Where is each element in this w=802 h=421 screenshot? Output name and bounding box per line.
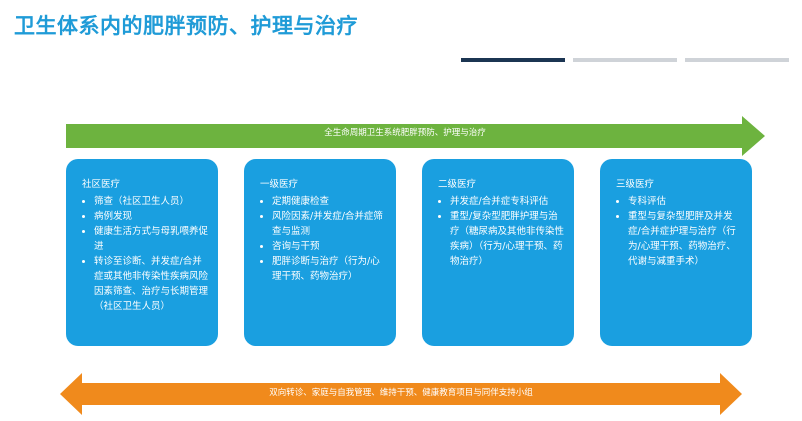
list-item: 健康生活方式与母乳喂养促进 bbox=[94, 224, 208, 254]
care-level-secondary: 二级医疗 并发症/合并症专科评估 重型/复杂型肥胖护理与治疗（糖尿病及其他非传染… bbox=[422, 159, 574, 346]
chevron-double-icon bbox=[232, 238, 244, 266]
care-level-tertiary: 三级医疗 专科评估 重型与复杂型肥胖及并发症/合并症护理与治疗（行为/心理干预、… bbox=[600, 159, 752, 346]
connector-chevrons bbox=[218, 238, 600, 266]
care-level-community: 社区医疗 筛查（社区卫生人员） 病例发现 健康生活方式与母乳喂养促进 转诊至诊断… bbox=[66, 159, 218, 346]
chevron-double-icon bbox=[588, 238, 600, 266]
page-title: 卫生体系内的肥胖预防、护理与治疗 bbox=[14, 14, 358, 38]
list-item: 专科评估 bbox=[628, 194, 742, 209]
list-item: 咨询与干预 bbox=[272, 239, 386, 254]
list-item: 重型与复杂型肥胖及并发症/合并症护理与治疗（行为/心理干预、药物治疗、代谢与减重… bbox=[628, 209, 742, 269]
chevron-double-icon bbox=[574, 238, 586, 266]
chevron-double-icon bbox=[396, 238, 408, 266]
care-level-title: 二级医疗 bbox=[438, 179, 477, 190]
divider-bar-active bbox=[461, 58, 565, 62]
chevron-double-icon bbox=[410, 238, 422, 266]
list-item: 筛查（社区卫生人员） bbox=[94, 194, 208, 209]
list-item: 肥胖诊断与治疗（行为/心理干预、药物治疗） bbox=[272, 254, 386, 284]
care-level-list: 并发症/合并症专科评估 重型/复杂型肥胖护理与治疗（糖尿病及其他非传染性疾病）（… bbox=[438, 194, 564, 269]
care-level-primary: 一级医疗 定期健康检查 风险因素/并发症/合并症筛查与监测 咨询与干预 肥胖诊断… bbox=[244, 159, 396, 346]
list-item: 病例发现 bbox=[94, 209, 208, 224]
list-item: 定期健康检查 bbox=[272, 194, 386, 209]
care-level-title: 社区医疗 bbox=[82, 179, 121, 190]
referral-arrow-label: 双向转诊、家庭与自我管理、维持干预、健康教育项目与同伴支持小组 bbox=[269, 388, 533, 398]
divider-bar bbox=[573, 58, 677, 62]
lifecycle-arrow bbox=[66, 116, 765, 156]
list-item: 并发症/合并症专科评估 bbox=[450, 194, 564, 209]
care-level-list: 定期健康检查 风险因素/并发症/合并症筛查与监测 咨询与干预 肥胖诊断与治疗（行… bbox=[260, 194, 386, 284]
care-level-title: 三级医疗 bbox=[616, 179, 655, 190]
divider-bar bbox=[685, 58, 789, 62]
list-item: 转诊至诊断、并发症/合并症或其他非传染性疾病风险因素筛查、治疗与长期管理（社区卫… bbox=[94, 254, 208, 314]
lifecycle-arrow-label: 全生命周期卫生系统肥胖预防、护理与治疗 bbox=[324, 128, 486, 138]
chevron-double-icon bbox=[218, 238, 230, 266]
care-level-list: 筛查（社区卫生人员） 病例发现 健康生活方式与母乳喂养促进 转诊至诊断、并发症/… bbox=[82, 194, 208, 314]
care-level-title: 一级医疗 bbox=[260, 179, 299, 190]
list-item: 风险因素/并发症/合并症筛查与监测 bbox=[272, 209, 386, 239]
care-level-list: 专科评估 重型与复杂型肥胖及并发症/合并症护理与治疗（行为/心理干预、药物治疗、… bbox=[616, 194, 742, 269]
list-item: 重型/复杂型肥胖护理与治疗（糖尿病及其他非传染性疾病）（行为/心理干预、药物治疗… bbox=[450, 209, 564, 269]
referral-double-arrow bbox=[60, 373, 742, 415]
